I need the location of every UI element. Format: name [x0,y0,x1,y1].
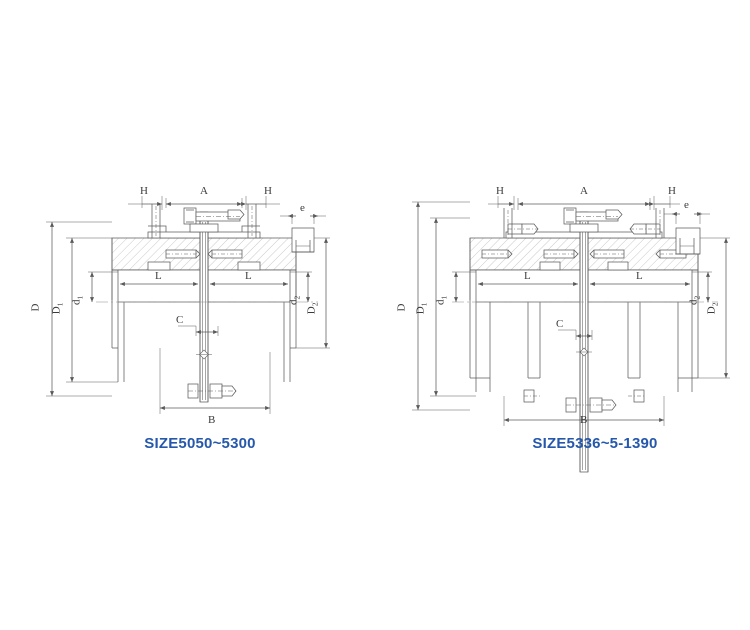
label-left-H-left: H [140,185,148,197]
label-right-D2: D2 [705,302,720,315]
label-right-D1: D1 [414,302,429,315]
label-left-C: C [176,314,184,326]
label-left-A: A [200,185,208,197]
label-right-C: C [556,318,564,330]
label-right-e: e [684,199,689,211]
label-left-e: e [300,202,305,214]
label-right-A: A [580,185,588,197]
label-right-H-right: H [668,185,676,197]
label-left-L-left: L [155,270,162,282]
caption-figure-left: SIZE5050~5300 [144,435,256,452]
label-left-H-right: H [264,185,272,197]
label-right-d1: d1 [434,295,449,305]
caption-figure-right: SIZE5336~5-1390 [532,435,658,452]
label-right-d2: d2 [687,295,702,305]
label-right-H-left: H [496,185,504,197]
label-right-L-right: L [636,270,643,282]
label-left-B: B [208,414,216,426]
label-right-D: D [395,303,408,312]
label-right-B: B [580,414,588,426]
label-left-L-right: L [245,270,252,282]
label-right-L-left: L [524,270,531,282]
